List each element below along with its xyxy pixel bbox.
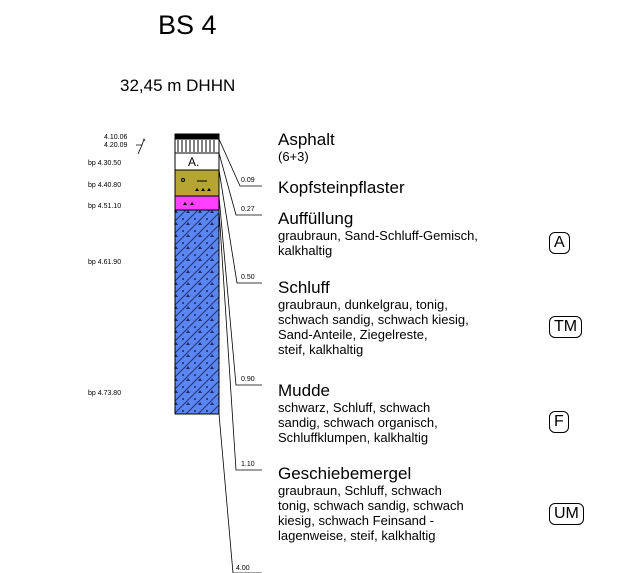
layer-name: Schluff bbox=[278, 278, 330, 297]
sample-label: bp 4.51.10 bbox=[88, 203, 122, 210]
borehole-title: BS 4 bbox=[158, 10, 217, 40]
layer-geschiebemergel bbox=[174, 209, 220, 415]
sample-label: bp 4.73.80 bbox=[88, 390, 122, 397]
depth-label: 0.27 bbox=[241, 206, 255, 213]
layer-description: schwarz, Schluff, schwach bbox=[278, 400, 431, 415]
soil-code-badge: UM bbox=[549, 503, 584, 525]
layer-asphalt bbox=[174, 133, 220, 140]
sample-label: 4.10.06 bbox=[104, 134, 128, 141]
layer-entry-geschiebemergel: Geschiebemergel graubraun, Schluff, schw… bbox=[278, 464, 464, 544]
layer-schluff bbox=[174, 195, 220, 211]
depth-leader-1.10 bbox=[218, 209, 262, 471]
ground-elevation: 32,45 m DHHN bbox=[120, 76, 236, 95]
sample-label: 4.20.09 bbox=[104, 142, 128, 149]
layer-description: schwach sandig, schwach kiesig, bbox=[278, 312, 469, 327]
depth-leader-0.50 bbox=[218, 169, 262, 284]
depth-leader-4.00 bbox=[218, 413, 262, 573]
layer-description: kalkhaltig bbox=[278, 243, 333, 258]
depth-leader-0.27 bbox=[218, 152, 262, 216]
depth-label: 1.10 bbox=[241, 461, 255, 468]
column-letter: A. bbox=[188, 155, 199, 169]
layer-description: lagenweise, steif, kalkhaltig bbox=[278, 528, 436, 543]
layer-name: Mudde bbox=[278, 381, 330, 400]
soil-code-badge: F bbox=[549, 411, 569, 433]
layer-name: Geschiebemergel bbox=[278, 464, 412, 483]
layer-entry-mudde: Mudde schwarz, Schluff, schwach sandig, … bbox=[278, 381, 438, 446]
depth-leader-0.09 bbox=[218, 138, 262, 187]
sample-marker bbox=[136, 137, 146, 146]
sample-label: bp 4.61.90 bbox=[88, 259, 122, 266]
sample-label: bp 4.30.50 bbox=[88, 160, 122, 167]
soil-code-badge: A bbox=[549, 232, 570, 254]
layer-description: tonig, schwach sandig, schwach bbox=[278, 498, 464, 513]
layer-description: Schluffklumpen, kalkhaltig bbox=[278, 430, 429, 445]
layer-entry-kopfsteinpflaster: Kopfsteinpflaster bbox=[278, 179, 405, 197]
layer-description: kiesig, schwach Feinsand - bbox=[278, 513, 435, 528]
layer-description: (6+3) bbox=[278, 149, 309, 164]
layer-description: graubraun, dunkelgrau, tonig, bbox=[278, 297, 448, 312]
layer-description: steif, kalkhaltig bbox=[278, 342, 364, 357]
layer-name: Kopfsteinpflaster bbox=[278, 178, 405, 197]
layer-name: Auffüllung bbox=[278, 209, 354, 228]
depth-label: 0.50 bbox=[241, 274, 255, 281]
layer-description: graubraun, Sand-Schluff-Gemisch, bbox=[278, 228, 478, 243]
layer-description: graubraun, Schluff, schwach bbox=[278, 483, 442, 498]
soil-code-badge: TM bbox=[549, 316, 583, 338]
layer-entry-auffuellung: Auffüllung graubraun, Sand-Schluff-Gemis… bbox=[278, 209, 478, 259]
layer-description: sandig, schwach organisch, bbox=[278, 415, 438, 430]
layer-description: Sand-Anteile, Ziegelreste, bbox=[278, 327, 428, 342]
depth-leader-0.90 bbox=[218, 195, 262, 386]
layer-entry-asphalt: Asphalt (6+3) bbox=[278, 130, 335, 165]
depth-label: 4.00 bbox=[236, 565, 250, 572]
depth-label: 0.09 bbox=[241, 177, 255, 184]
layer-entry-schluff: Schluff graubraun, dunkelgrau, tonig, sc… bbox=[278, 278, 469, 358]
layer-name: Asphalt bbox=[278, 130, 335, 149]
sample-label: bp 4.40.80 bbox=[88, 182, 122, 189]
layer-auffuellung bbox=[174, 169, 220, 197]
depth-label: 0.90 bbox=[241, 376, 255, 383]
